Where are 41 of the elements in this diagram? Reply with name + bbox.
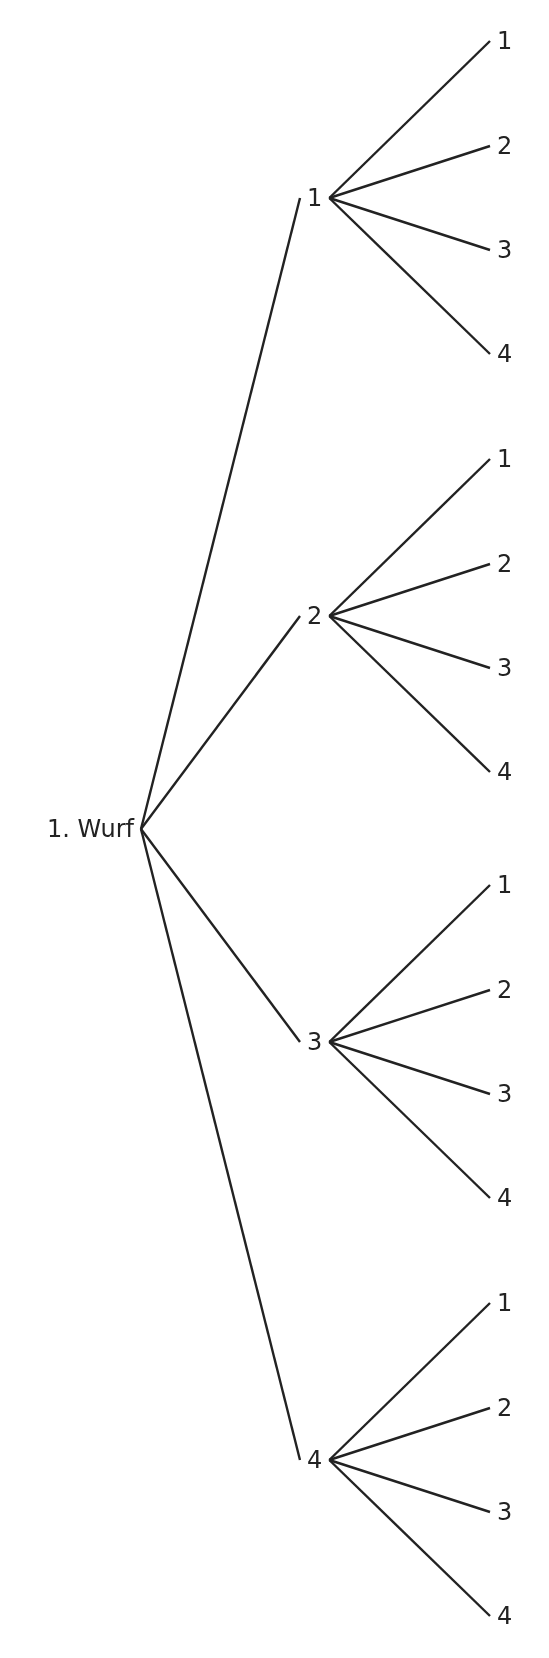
tree-branch-line bbox=[328, 458, 491, 617]
tree-branch-line bbox=[139, 828, 302, 1461]
tree-branch-line bbox=[328, 40, 491, 199]
tree-branch-line bbox=[328, 1459, 491, 1617]
tree-branch-line bbox=[139, 197, 302, 830]
branch-label: 3 bbox=[490, 235, 520, 265]
branch-label: 1 bbox=[490, 1288, 520, 1318]
tree-branch-line bbox=[328, 562, 491, 618]
tree-branch-line bbox=[328, 1040, 491, 1096]
branch-label: 2 bbox=[490, 1393, 520, 1423]
branch-label: 4 bbox=[300, 1445, 330, 1475]
tree-branch-line bbox=[328, 197, 491, 355]
branch-label: 3 bbox=[490, 653, 520, 683]
branch-label: 4 bbox=[490, 1183, 520, 1213]
branch-label: 1 bbox=[490, 26, 520, 56]
branch-label: 4 bbox=[490, 339, 520, 369]
branch-label: 3 bbox=[490, 1079, 520, 1109]
tree-branch-line bbox=[328, 1041, 491, 1199]
tree-branch-line bbox=[140, 615, 301, 830]
branch-label: 2 bbox=[300, 601, 330, 631]
branch-label: 1 bbox=[490, 870, 520, 900]
tree-branch-line bbox=[328, 988, 491, 1044]
root-label: 1. Wurf bbox=[40, 814, 141, 844]
branch-label: 2 bbox=[490, 975, 520, 1005]
branch-label: 3 bbox=[490, 1497, 520, 1527]
branch-label: 1 bbox=[300, 183, 330, 213]
tree-branch-line bbox=[140, 828, 301, 1043]
branch-label: 2 bbox=[490, 549, 520, 579]
branch-label: 2 bbox=[490, 131, 520, 161]
tree-branch-line bbox=[328, 1302, 491, 1461]
tree-branch-line bbox=[328, 1458, 491, 1514]
tree-branch-line bbox=[328, 884, 491, 1043]
tree-branch-line bbox=[328, 615, 491, 773]
tree-branch-line bbox=[328, 144, 491, 200]
tree-branch-line bbox=[328, 614, 491, 670]
branch-label: 4 bbox=[490, 757, 520, 787]
branch-label: 4 bbox=[490, 1601, 520, 1631]
branch-label: 3 bbox=[300, 1027, 330, 1057]
tree-branch-line bbox=[328, 1406, 491, 1462]
tree-branch-line bbox=[328, 196, 491, 252]
branch-label: 1 bbox=[490, 444, 520, 474]
